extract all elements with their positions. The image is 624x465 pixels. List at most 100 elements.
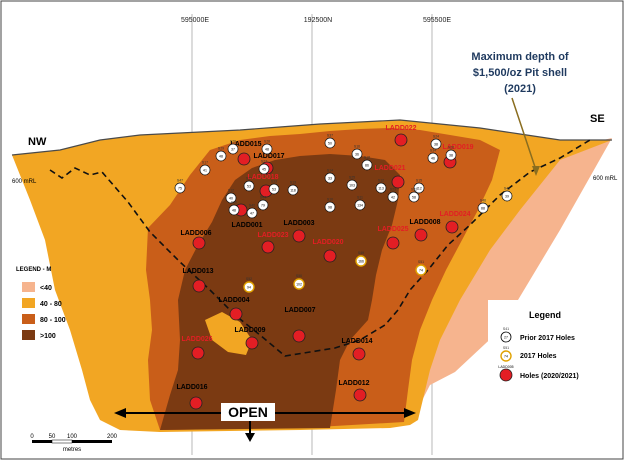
prior-hole-label: S12 — [378, 179, 384, 183]
drill-hole-label-ladd018: LADD018 — [247, 174, 278, 181]
drill-hole-ladd003[interactable] — [292, 229, 306, 243]
prior-hole-s27[interactable] — [243, 180, 255, 192]
prior-hole-value: 48 — [265, 147, 269, 151]
legend-2017-symbol-value: 74 — [504, 355, 508, 359]
hole-2017-s52[interactable] — [243, 281, 255, 293]
prior-hole-label: S23 — [390, 188, 396, 192]
hole-2017-value: 166 — [358, 259, 364, 263]
grade-legend-label-gt100: >100 — [40, 333, 56, 340]
prior-hole-s11[interactable] — [354, 199, 366, 211]
drill-hole-label-ladd012: LADD012 — [338, 380, 369, 387]
prior-hole-s33[interactable] — [268, 183, 280, 195]
drill-hole-ladd020[interactable] — [323, 249, 337, 263]
pit-shell-annotation-line-3: (2021) — [504, 83, 536, 95]
drill-holes-layer: LADD022LADD015LADD017LADD019LADD021LADD0… — [174, 125, 513, 410]
drill-hole-ladd015[interactable] — [237, 152, 251, 166]
prior-hole-label: S29 — [218, 147, 224, 151]
drill-hole-label-ladd004: LADD004 — [218, 297, 249, 304]
prior-hole-label: S13 — [290, 181, 296, 185]
prior-hole-s16[interactable] — [351, 148, 363, 160]
ground-surface-line — [11, 119, 612, 156]
drill-hole-ladd016[interactable] — [189, 396, 203, 410]
hole-2017-label: S51 — [418, 260, 424, 264]
prior-hole-s29[interactable] — [215, 150, 227, 162]
prior-hole-value: 38 — [449, 153, 453, 157]
prior-hole-s37[interactable] — [324, 137, 336, 149]
prior-hole-s23[interactable] — [387, 191, 399, 203]
hole-2017-s49[interactable] — [355, 255, 367, 267]
prior-hole-label: S16 — [354, 145, 360, 149]
prior-hole-s10[interactable] — [324, 201, 336, 213]
legend-2017-holes-label: 2017 Holes — [520, 353, 557, 360]
drill-hole-ladd021[interactable] — [391, 175, 405, 189]
drill-hole-label-ladd014: LADD014 — [341, 338, 372, 345]
prior-hole-value: 58 — [412, 195, 416, 199]
scale-tick-100: 100 — [67, 434, 78, 440]
drill-hole-ladd026[interactable] — [191, 346, 205, 360]
drill-hole-ladd024[interactable] — [445, 220, 459, 234]
prior-hole-label: S30 — [231, 201, 237, 205]
prior-hole-s47[interactable] — [174, 182, 186, 194]
drill-hole-ladd007[interactable] — [292, 329, 306, 343]
scale-bar-segment-3 — [72, 440, 112, 443]
prior-hole-label: S14 — [327, 169, 333, 173]
legend-prior-holes-label: Prior 2017 Holes — [520, 335, 575, 342]
prior-hole-s44[interactable] — [257, 199, 269, 211]
grade-legend-label-40-80: 40 - 80 — [40, 301, 62, 308]
prior-hole-label: S27 — [246, 177, 252, 181]
drill-hole-ladd006[interactable] — [192, 236, 206, 250]
drill-hole-ladd009[interactable] — [245, 336, 259, 350]
prior-hole-s12[interactable] — [375, 182, 387, 194]
drill-hole-ladd013[interactable] — [192, 279, 206, 293]
prior-hole-s24[interactable] — [430, 138, 442, 150]
scale-bar-segment-1 — [32, 440, 52, 443]
prior-hole-s28[interactable] — [261, 143, 273, 155]
prior-hole-s26[interactable] — [227, 143, 239, 155]
prior-hole-label: S26 — [230, 140, 236, 144]
prior-hole-value: 134 — [357, 203, 363, 207]
prior-hole-s18[interactable] — [361, 159, 373, 171]
prior-hole-label: S11 — [357, 196, 363, 200]
prior-hole-label: S24 — [433, 135, 439, 139]
drill-hole-ladd022[interactable] — [394, 133, 408, 147]
prior-hole-value: 86 — [365, 163, 369, 167]
hole-2017-s51[interactable] — [415, 264, 427, 276]
prior-hole-s13[interactable] — [287, 184, 299, 196]
prior-hole-value: 112 — [416, 186, 422, 190]
prior-hole-s34[interactable] — [427, 152, 439, 164]
prior-hole-s42[interactable] — [246, 207, 258, 219]
drill-hole-ladd023[interactable] — [261, 240, 275, 254]
open-label-box — [221, 403, 275, 421]
prior-hole-s17[interactable] — [199, 164, 211, 176]
pit-shell-line — [49, 139, 591, 357]
legend-prior-symbol-value: 27 — [504, 336, 508, 340]
prior-hole-s14[interactable] — [324, 172, 336, 184]
drill-hole-ladd014[interactable] — [352, 347, 366, 361]
prior-hole-label: S46 — [480, 199, 486, 203]
drill-hole-label-ladd021: LADD021 — [374, 165, 405, 172]
prior-hole-value: 36 — [355, 152, 359, 156]
prior-hole-label: S10 — [327, 198, 333, 202]
prior-hole-s27[interactable] — [258, 163, 270, 175]
drill-hole-ladd012[interactable] — [353, 388, 367, 402]
prior-hole-s46[interactable] — [477, 202, 489, 214]
hole-2017-value: 102 — [296, 282, 302, 286]
prior-hole-value: 79 — [261, 203, 265, 207]
prior-hole-value: 37 — [231, 147, 235, 151]
drill-hole-ladd004[interactable] — [229, 307, 243, 321]
drill-hole-ladd008[interactable] — [414, 228, 428, 242]
prior-hole-s25[interactable] — [346, 179, 358, 191]
hole-2017-s50[interactable] — [293, 278, 305, 290]
prior-hole-s22[interactable] — [408, 191, 420, 203]
drill-hole-label-ladd022: LADD022 — [385, 125, 416, 132]
drill-hole-ladd025[interactable] — [386, 236, 400, 250]
hole-2017-label: S49 — [358, 251, 364, 255]
prior-hole-label: S17 — [202, 161, 208, 165]
prior-hole-s41[interactable] — [501, 190, 513, 202]
prior-hole-s12[interactable] — [225, 192, 237, 204]
prior-hole-s30[interactable] — [228, 204, 240, 216]
prior-hole-s26[interactable] — [445, 149, 457, 161]
prior-hole-s15[interactable] — [413, 182, 425, 194]
grade-legend: LEGEND - M <40 40 - 80 80 - 100 >100 — [16, 267, 66, 340]
prior-hole-label: S26 — [448, 146, 454, 150]
